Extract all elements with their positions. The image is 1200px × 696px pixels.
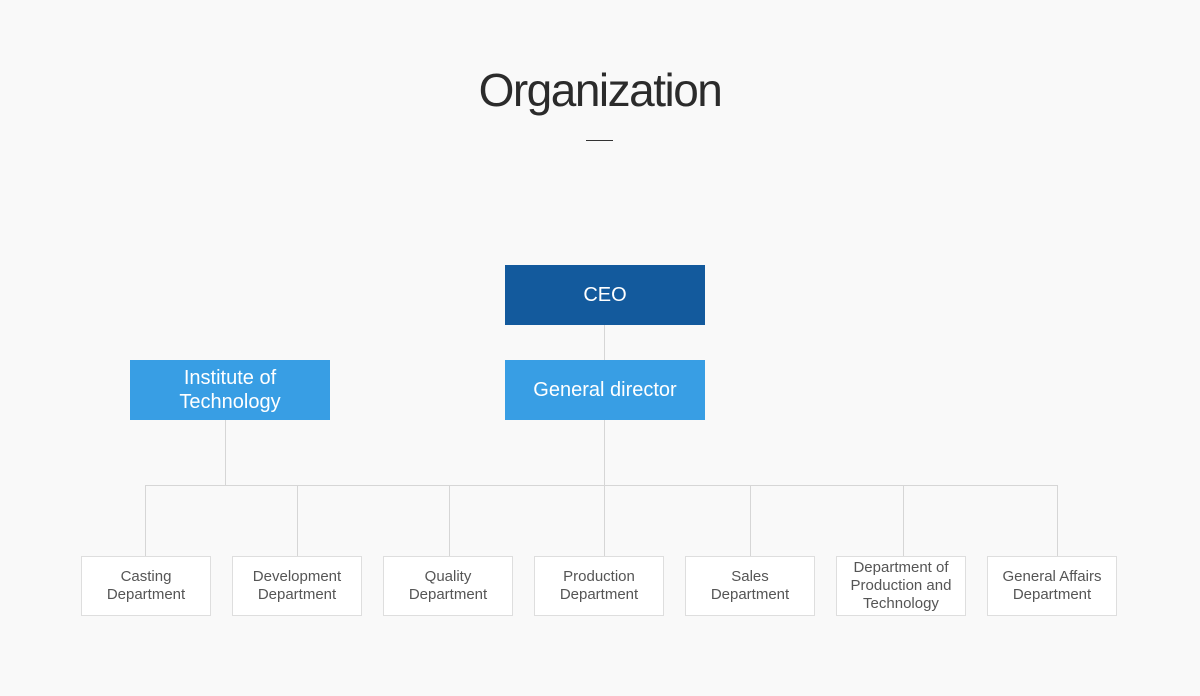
- department-box-development: Development Department: [232, 556, 362, 616]
- connector-director-bus: [604, 420, 605, 486]
- connector-drop-general-affairs: [1057, 485, 1058, 556]
- connector-horizontal-bus: [145, 485, 1058, 486]
- department-box-production-technology: Department of Production and Technology: [836, 556, 966, 616]
- department-box-production: Production Department: [534, 556, 664, 616]
- connector-drop-development: [297, 485, 298, 556]
- connector-drop-casting: [145, 485, 146, 556]
- institute-of-technology-box: Institute of Technology: [130, 360, 330, 420]
- connector-drop-quality: [449, 485, 450, 556]
- department-label: Department of Production and Technology: [850, 559, 952, 612]
- department-box-sales: Sales Department: [685, 556, 815, 616]
- department-label: Production Department: [559, 568, 639, 603]
- connector-drop-sales: [750, 485, 751, 556]
- connector-ceo-director: [604, 325, 605, 360]
- connector-drop-production: [604, 485, 605, 556]
- ceo-box: CEO: [505, 265, 705, 325]
- connector-institute-bus: [225, 420, 226, 486]
- general-director-box: General director: [505, 360, 705, 420]
- department-box-casting: Casting Department: [81, 556, 211, 616]
- general-director-label: General director: [533, 379, 677, 401]
- title-underline: [586, 140, 613, 141]
- department-label: Quality Department: [408, 568, 488, 603]
- page-title: Organization: [478, 64, 723, 116]
- institute-label: Institute of Technology: [179, 367, 281, 413]
- department-label: Sales Department: [710, 568, 790, 603]
- department-box-quality: Quality Department: [383, 556, 513, 616]
- department-label: General Affairs Department: [1002, 568, 1102, 603]
- department-label: Casting Department: [106, 568, 186, 603]
- connector-drop-prod-tech: [903, 485, 904, 556]
- department-box-general-affairs: General Affairs Department: [987, 556, 1117, 616]
- department-label: Development Department: [252, 568, 342, 603]
- ceo-label: CEO: [583, 284, 627, 306]
